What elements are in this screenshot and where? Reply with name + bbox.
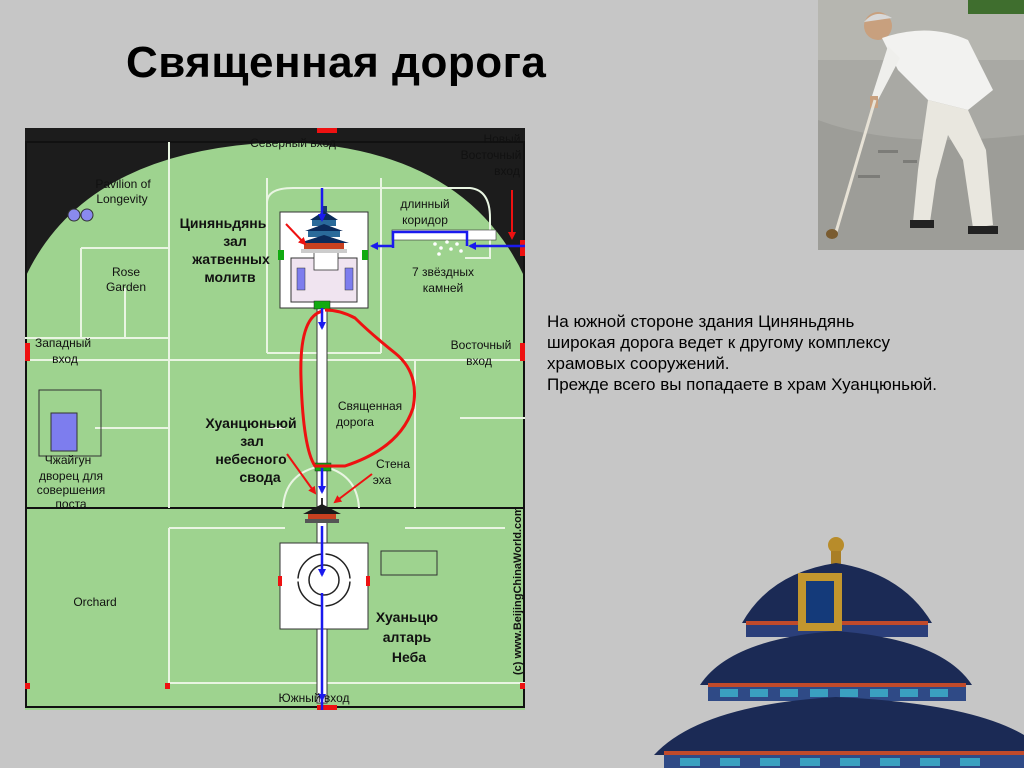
- highlight-loop: [299, 308, 417, 468]
- zhaigong-building: [50, 412, 78, 452]
- label-echo-wall-2: эха: [373, 473, 392, 487]
- gate-markers: [25, 128, 525, 710]
- description-line: храмовых сооружений.: [547, 354, 730, 373]
- label-corridor-1: длинный: [400, 197, 449, 211]
- label-altar-1: Хуаньцю: [376, 609, 438, 625]
- label-huang-2: зал: [240, 433, 263, 449]
- label-huang-4: свода: [239, 469, 280, 485]
- label-echo-wall-1: Стена: [376, 457, 410, 471]
- altar-inner-ring: [308, 564, 340, 596]
- huangqiongyu-icon: [303, 498, 341, 523]
- photo-calligrapher: [818, 0, 1024, 250]
- label-zhaigong: Чжайгун: [45, 453, 91, 467]
- description-line: Прежде всего вы попадаете в храм Хуанцюн…: [547, 375, 937, 394]
- label-south-entrance: Южный вход: [278, 691, 349, 705]
- label-rose-2: Garden: [106, 280, 146, 294]
- label-west-2: вход: [52, 352, 78, 366]
- label-orchard: Orchard: [73, 595, 116, 609]
- label-qinian-4: молитв: [204, 269, 256, 285]
- slide-description: На южной стороне здания Циняньдянь широк…: [547, 311, 1017, 395]
- label-qinian-3: жатвенных: [191, 251, 270, 267]
- altar-side-building: [380, 550, 438, 576]
- label-pavilion-1: Pavilion of: [95, 177, 151, 191]
- label-altar-3: Неба: [392, 649, 426, 665]
- label-fasting-3: поста: [55, 497, 87, 511]
- label-huang-1: Хуанцюньюй: [205, 415, 296, 431]
- temple-of-heaven-map: Северный вход Новый Восточный вход Pavil…: [25, 128, 525, 710]
- label-stars-2: камней: [423, 281, 463, 295]
- qinian-hall-icon: [299, 206, 349, 253]
- label-east-1: Восточный: [451, 338, 512, 352]
- description-line: На южной стороне здания Циняньдянь: [547, 312, 855, 331]
- label-fasting-2: совершения: [37, 483, 106, 497]
- map-background: [25, 128, 525, 710]
- description-line: широкая дорога ведет к другому комплексу: [547, 333, 890, 352]
- north-wall-arc: [25, 128, 525, 278]
- label-new-east-1: Новый: [483, 132, 520, 146]
- photo-temple-roof: [654, 537, 1024, 768]
- label-sacred-way-2: дорога: [336, 415, 374, 429]
- label-fasting-1: дворец для: [39, 469, 103, 483]
- label-qinian-1: Циняньдянь: [180, 215, 267, 231]
- label-copyright: (c) www.BeijingChinaWorld.com: [512, 506, 524, 675]
- slide-title: Священная дорога: [126, 38, 547, 87]
- label-new-east-3: вход: [494, 164, 520, 178]
- label-altar-2: алтарь: [383, 629, 432, 645]
- visitor-route: [318, 188, 525, 710]
- label-huang-3: небесного: [215, 451, 286, 467]
- label-qinian-2: зал: [223, 233, 246, 249]
- path-network: [25, 142, 525, 684]
- label-corridor-2: коридор: [402, 213, 448, 227]
- label-stars-1: 7 звёздных: [412, 265, 474, 279]
- label-west-1: Западный: [35, 336, 91, 350]
- label-new-east-2: Восточный: [461, 148, 522, 162]
- pavilion-icon: [67, 208, 94, 222]
- seven-stars-icon: [433, 240, 463, 256]
- label-east-2: вход: [466, 354, 492, 368]
- label-pavilion-2: Longevity: [96, 192, 147, 206]
- label-sacred-way-1: Священная: [338, 399, 402, 413]
- label-north-entrance: Северный вход: [250, 136, 336, 150]
- zhaigong-enclosure: [38, 389, 102, 457]
- label-rose-1: Rose: [112, 265, 140, 279]
